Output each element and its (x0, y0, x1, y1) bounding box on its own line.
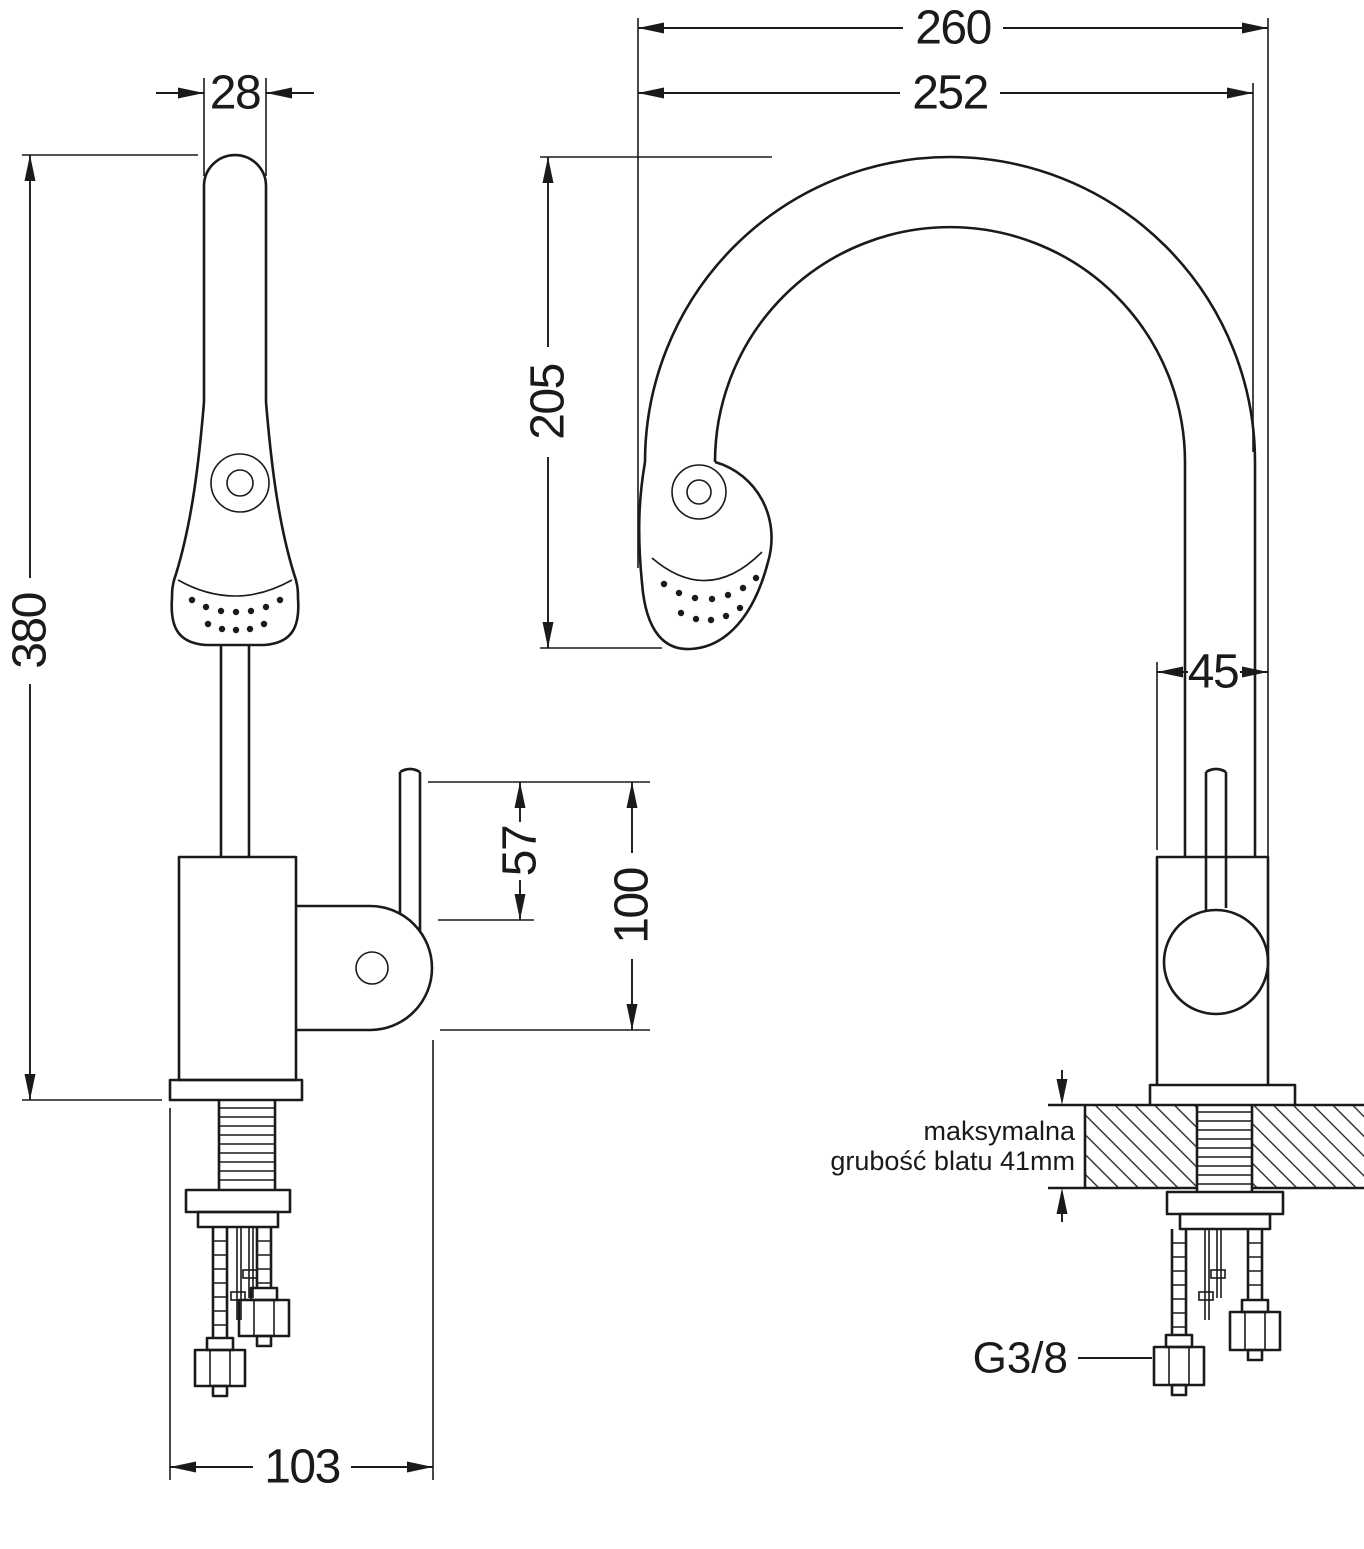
front-view (168, 153, 434, 1398)
dim-103: 103 (170, 1441, 433, 1494)
front-mounting-nuts (184, 1188, 292, 1229)
g38-nut (1152, 1345, 1206, 1387)
dim-252: 252 (638, 67, 1253, 120)
side-mounting-nuts (1165, 1190, 1285, 1231)
dim-label-100: 100 (606, 868, 659, 944)
dim-label-57: 57 (494, 826, 547, 876)
front-mounting-studs (230, 1227, 258, 1320)
dim-label-45: 45 (1188, 646, 1238, 699)
spray-face-perforations (660, 574, 760, 624)
countertop-section (1048, 1103, 1364, 1190)
dim-label-252: 252 (912, 67, 988, 120)
front-threaded-stem (217, 1100, 277, 1190)
front-base-flange (168, 1078, 304, 1102)
front-spout (202, 153, 268, 402)
dim-45: 45 (1157, 646, 1268, 699)
dim-57: 57 (494, 782, 547, 920)
dim-260: 260 (638, 2, 1268, 55)
spray-button-icon (210, 453, 270, 513)
dim-100: 100 (606, 782, 659, 1030)
counter-thickness-note: maksymalna grubość blatu 41mm (830, 1070, 1076, 1222)
side-view (637, 155, 1364, 1397)
extension-lines (22, 18, 1269, 1480)
dim-label-380: 380 (4, 593, 57, 669)
side-handle-lever (1204, 767, 1228, 911)
side-body (1148, 855, 1297, 1107)
front-spray-head (170, 401, 300, 647)
thread-size-callout: G3/8 (973, 1334, 1152, 1383)
front-supply-hoses (193, 1227, 291, 1398)
side-spray-head (637, 460, 773, 651)
dim-label-260: 260 (915, 2, 991, 55)
spray-face-perforations (188, 596, 284, 634)
side-mounting-studs (1198, 1229, 1226, 1320)
front-body (177, 855, 434, 1082)
dim-205: 205 (522, 157, 575, 648)
handle-pivot (1162, 908, 1270, 1016)
counter-note-line2: grubość blatu 41mm (830, 1146, 1075, 1176)
spray-button-icon (671, 464, 727, 520)
dim-380: 380 (4, 155, 57, 1100)
front-handle-lever (398, 767, 422, 931)
thread-size-label: G3/8 (973, 1334, 1068, 1383)
counter-note-line1: maksymalna (923, 1116, 1076, 1146)
side-spout-arc (643, 155, 1257, 857)
side-threaded-stem (1195, 1105, 1254, 1192)
dim-label-205: 205 (522, 364, 575, 440)
dim-28: 28 (156, 67, 314, 120)
dim-label-103: 103 (264, 1441, 340, 1494)
side-supply-hoses (1152, 1229, 1282, 1397)
front-riser-tube (219, 645, 251, 857)
side-base-flange (1148, 1083, 1297, 1107)
dim-label-28: 28 (210, 67, 260, 120)
